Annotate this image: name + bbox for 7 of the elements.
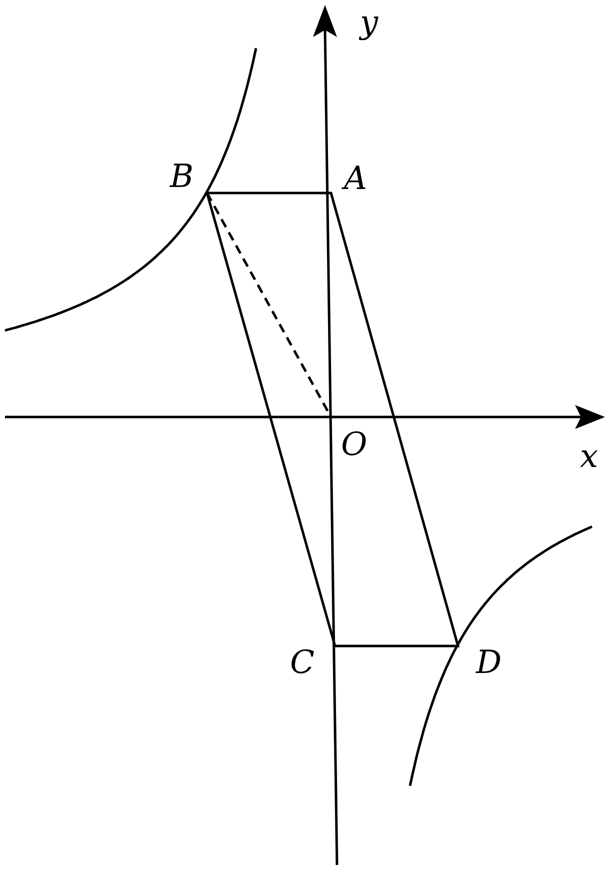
point-label: C bbox=[290, 646, 314, 678]
point-label: A bbox=[344, 162, 368, 194]
point-label: x bbox=[580, 440, 598, 472]
point-label: y bbox=[360, 6, 378, 38]
point-label: O bbox=[341, 428, 368, 460]
point-label: B bbox=[170, 160, 194, 192]
point-label: D bbox=[476, 646, 502, 678]
